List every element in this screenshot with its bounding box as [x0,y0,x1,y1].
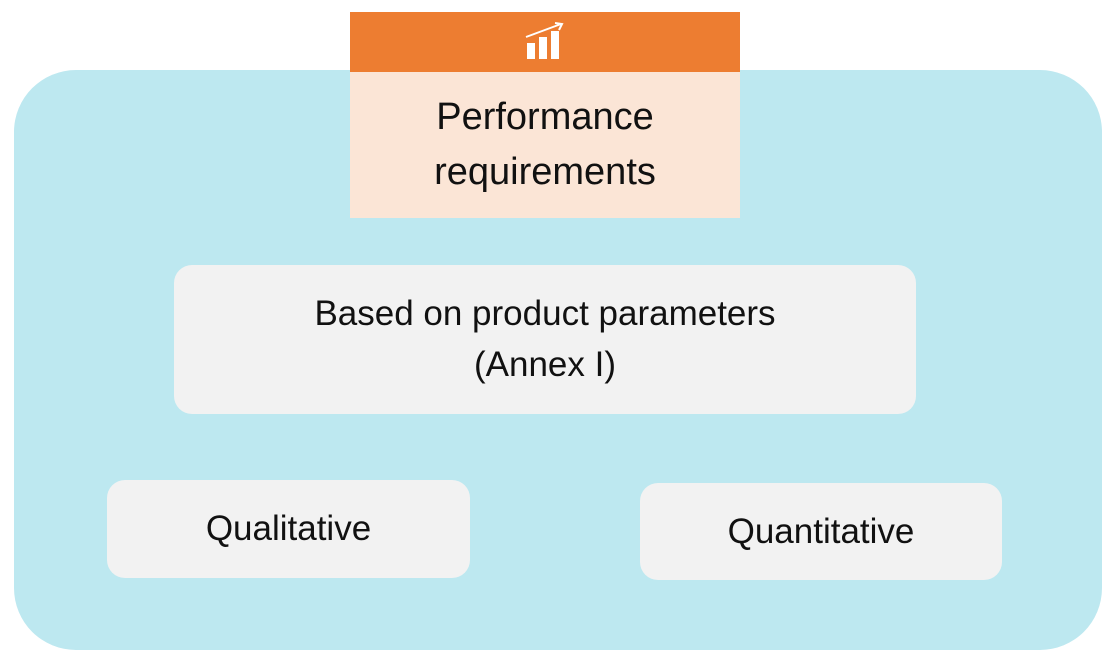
quantitative-box: Quantitative [640,483,1002,580]
qualitative-box: Qualitative [107,480,470,578]
quantitative-label: Quantitative [727,511,915,551]
qualitative-label: Qualitative [205,509,372,548]
header-title-line1: Performance [436,95,654,138]
header-bar [350,12,740,72]
product-parameters-box: Based on product parameters (Annex I) [174,265,916,414]
header-title: Performance requirements [395,90,695,200]
bar-chart-growth-icon [523,20,567,64]
product-parameters-line2: (Annex I) [473,344,616,384]
header-title-line2: requirements [434,151,656,193]
product-parameters-line1: Based on product parameters [314,293,776,333]
header-card: Performance requirements [350,72,740,218]
